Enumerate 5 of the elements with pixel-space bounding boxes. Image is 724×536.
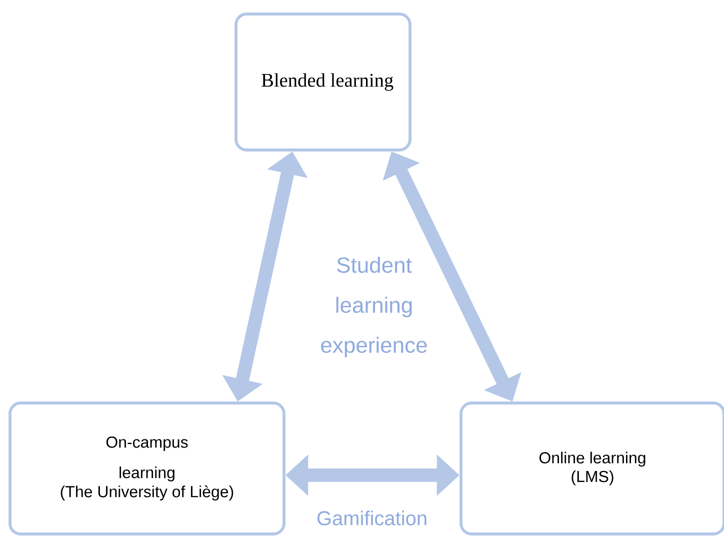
process-box: Blended learning — [234, 12, 412, 152]
center-label: Student learning experience — [321, 256, 427, 358]
process-box: On-campus learning (The University of Liège) — [8, 402, 286, 536]
edge-label: Gamification — [315, 509, 429, 527]
process-box: Online learning (LMS) — [460, 402, 724, 536]
